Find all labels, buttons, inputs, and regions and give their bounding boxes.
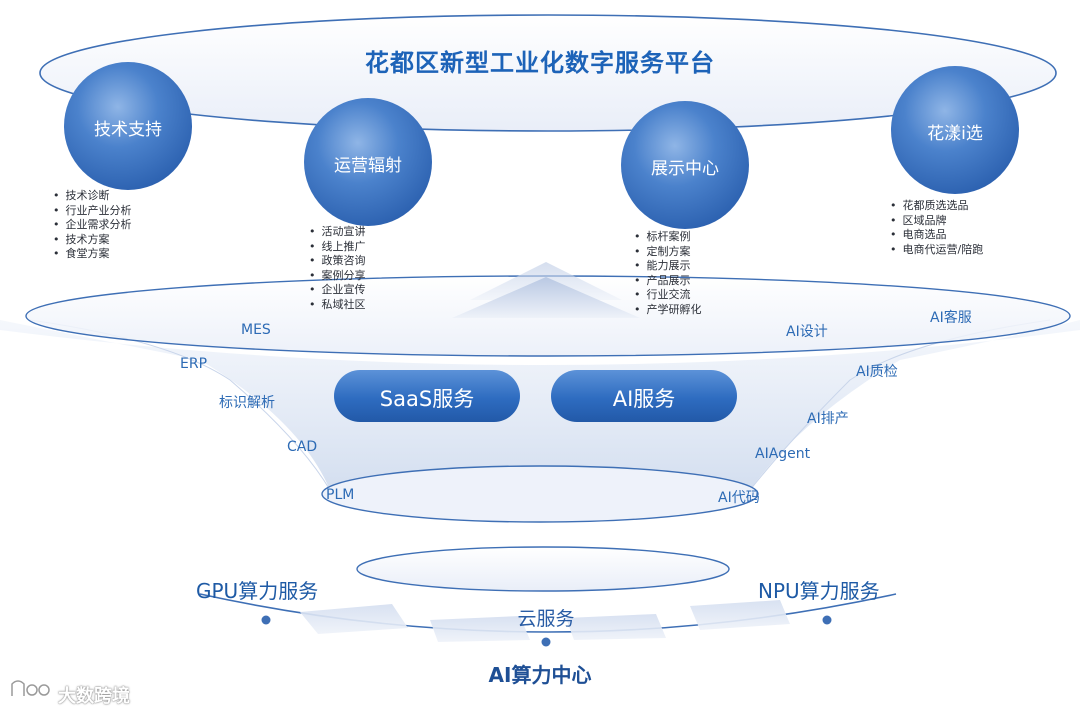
huayang-list: 花都质选选品 区域品牌 电商选品 电商代运营/陪跑 [890, 199, 984, 258]
label-ai-scheduling: AI排产 [807, 411, 849, 427]
npu-compute-label: NPU算力服务 [758, 579, 880, 603]
ai-service-pill: AI服务 [612, 387, 676, 411]
list-item: 能力展示 [634, 259, 702, 274]
base-dot-center [541, 637, 551, 647]
gpu-compute-label: GPU算力服务 [196, 579, 319, 603]
bubble-showcase [621, 101, 749, 229]
list-item: 活动宣讲 [309, 225, 366, 240]
bubble-label-huayang: 花漾i选 [927, 124, 983, 144]
bubble-label-tech-support: 技术支持 [94, 120, 162, 140]
list-item: 技术方案 [53, 233, 132, 248]
list-item: 食堂方案 [53, 247, 132, 262]
base-tile-2 [430, 616, 530, 642]
top-disc [39, 14, 1057, 132]
list-item: 产品展示 [634, 274, 702, 289]
list-item: 电商代运营/陪跑 [890, 243, 984, 258]
funnel-bottom-disc [321, 465, 759, 523]
base-tile-1 [300, 604, 408, 634]
platform-title: 花都区新型工业化数字服务平台 [365, 49, 715, 77]
watermark-logo [11, 680, 50, 696]
up-triangle [452, 277, 640, 318]
label-erp: ERP [180, 356, 208, 372]
label-ai-quality-inspection: AI质检 [856, 364, 898, 380]
base-dot-right [822, 615, 832, 625]
bubble-tech-support [64, 62, 192, 190]
watermark-text: 大数跨境 [58, 686, 130, 707]
list-item: 花都质选选品 [890, 199, 983, 214]
list-item: 技术诊断 [53, 189, 132, 204]
label-ai-agent: AIAgent [755, 446, 811, 462]
list-item: 电商选品 [890, 228, 983, 243]
list-item: 政策咨询 [309, 254, 366, 269]
label-identifier-resolution: 标识解析 [219, 395, 275, 411]
ai-pill-shape [551, 370, 737, 422]
label-cad: CAD [287, 439, 318, 455]
bubble-operations [304, 98, 432, 226]
list-item: 企业宣传 [309, 283, 366, 298]
base-dot-left [261, 615, 271, 625]
funnel-body [0, 320, 1080, 490]
cloud-service-label: 云服务 [517, 608, 575, 630]
label-ai-design: AI设计 [786, 324, 828, 340]
list-item: 区域品牌 [890, 214, 983, 229]
list-item: 行业交流 [634, 288, 702, 303]
cloud-disc [356, 546, 730, 592]
bubble-label-showcase: 展示中心 [651, 159, 719, 179]
showcase-list: 标杆案例 定制方案 能力展示 产品展示 行业交流 产学研孵化 [634, 230, 702, 317]
label-ai-code: AI代码 [718, 490, 760, 506]
ai-compute-center-label: AI算力中心 [488, 663, 592, 687]
list-item: 企业需求分析 [53, 218, 132, 233]
saas-pill-shape [334, 370, 520, 422]
base-arc [199, 593, 897, 633]
list-item: 私域社区 [309, 298, 366, 313]
base-tile-4 [690, 600, 790, 630]
bubble-label-operations: 运营辐射 [334, 156, 402, 176]
saas-service-pill: SaaS服务 [379, 387, 475, 411]
bubble-huayang [891, 66, 1019, 194]
list-item: 行业产业分析 [53, 204, 132, 219]
label-ai-customer-service: AI客服 [930, 310, 972, 326]
list-item: 案例分享 [309, 269, 366, 284]
label-plm: PLM [326, 487, 355, 503]
list-item: 定制方案 [634, 245, 702, 260]
list-item: 线上推广 [309, 240, 366, 255]
base-tile-3 [566, 614, 666, 640]
label-mes: MES [241, 322, 271, 338]
list-item: 标杆案例 [634, 230, 702, 245]
list-item: 产学研孵化 [634, 303, 702, 318]
operations-list: 活动宣讲 线上推广 政策咨询 案例分享 企业宣传 私域社区 [309, 225, 366, 312]
tech-support-list: 技术诊断 行业产业分析 企业需求分析 技术方案 食堂方案 [53, 189, 132, 262]
